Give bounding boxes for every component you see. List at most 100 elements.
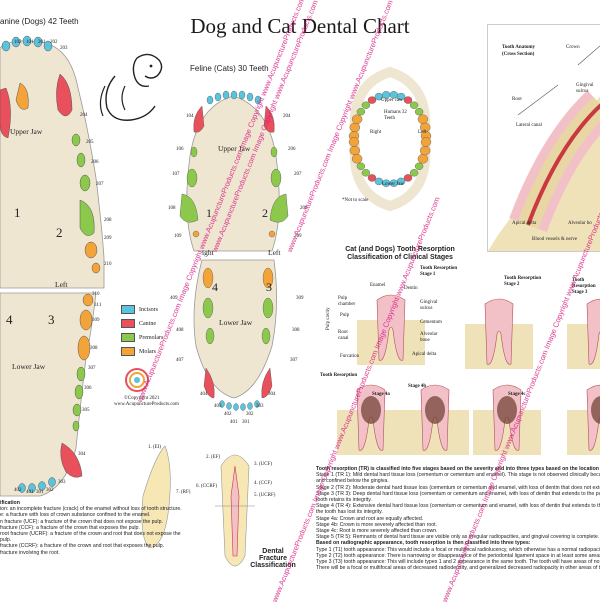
note-line: Type 3 (T3) tooth appearance: This will …	[316, 559, 600, 566]
tooth-number: 201	[38, 40, 46, 45]
note-line: There will be a focal or multifocal area…	[316, 565, 600, 572]
tooth-number: 203	[60, 46, 68, 51]
human-upper-jaw-label: Upper Jaw	[381, 98, 403, 103]
legend-incisors: Incisors	[121, 305, 158, 314]
note-line: ion: an incomplete fracture (crack) of t…	[0, 506, 182, 513]
tooth-number: 404	[200, 392, 208, 397]
anatomy-label-blood-vessels: Blood vessels & nerve	[532, 237, 578, 242]
note-line: Stage 3 (TR 3): Deep dental hard tissue …	[316, 490, 600, 497]
fracture-label-ccf: 4. (CCF)	[254, 481, 272, 486]
human-dental-arch-diagram	[348, 66, 432, 212]
tooth-number: 304	[268, 392, 276, 397]
tooth-number: 107	[172, 172, 180, 177]
label-enamel: Enamel	[370, 283, 386, 288]
label-dentin: Dentin	[404, 286, 418, 291]
tooth-number: 209	[104, 236, 112, 241]
tooth-number: 102	[14, 40, 22, 45]
human-tooth-icon	[403, 174, 413, 182]
feline-quadrant-1: 1	[206, 206, 212, 220]
tooth-number: 208	[300, 206, 308, 211]
tooth-number: 407	[176, 358, 184, 363]
note-line: fracture involving the root.	[0, 549, 60, 556]
resorption-tooth-icon	[567, 298, 600, 369]
tooth-number: 209	[294, 234, 302, 239]
human-tooth-icon	[419, 145, 431, 156]
human-tooth-icon	[414, 162, 424, 171]
human-tooth-icon	[417, 154, 429, 164]
anatomy-label-apical-delta: Apical delta	[512, 221, 537, 226]
tooth-resorption-label: Tooth Resorption	[320, 373, 358, 378]
canine-jaw-diagram	[0, 35, 105, 497]
note-line: ification	[0, 500, 20, 506]
tooth-number: 402	[224, 412, 232, 417]
feline-title: Feline (Cats) 30 Teeth	[190, 64, 269, 73]
canine-quadrant-4: 4	[6, 312, 13, 327]
feline-right-label: ight	[202, 248, 214, 257]
human-tooth-icon	[367, 174, 377, 182]
copyright-year: ©Copyright 2021	[124, 396, 160, 401]
tooth-number: 301	[242, 420, 250, 425]
human-tooth-icon	[420, 137, 432, 147]
canine-left-label: Left	[55, 280, 68, 289]
note-line: root fracture (UCRF): a fracture of the …	[0, 531, 181, 544]
tooth-number: 104	[186, 114, 194, 119]
fracture-label-rf: 7. (RF)	[176, 490, 191, 495]
stage-4c-label: Stage 4c	[508, 392, 526, 397]
stage-3-label: Tooth Resorption Stage 3	[572, 278, 596, 295]
fracture-label-ucrf: 5. (UCRF)	[254, 493, 276, 498]
note-line: Stage 1 (TR 1): Mild dental hard tissue …	[316, 472, 600, 479]
human-tooth-icon	[409, 169, 419, 177]
feline-left-label: Left	[268, 248, 281, 257]
note-line: Stage 2 (TR 2): Moderate dental hard tis…	[316, 484, 600, 491]
anatomy-title: Tooth Anatomy	[502, 45, 536, 50]
fracture-diagram	[141, 445, 255, 567]
tooth-number: 401	[230, 420, 238, 425]
feline-jaw-diagram	[179, 90, 289, 411]
anatomy-label-lateral-canal: Lateral canal	[516, 123, 542, 128]
human-right-label: Right	[370, 130, 382, 135]
human-tooth-icon	[361, 169, 371, 177]
fracture-label-ei: 1. (EI)	[148, 445, 162, 450]
human-tooth-icon	[351, 114, 363, 124]
tooth-number: 309	[92, 318, 100, 323]
fracture-label-ucf: 3. (UCF)	[254, 462, 273, 467]
page-title: Dog and Cat Dental Chart	[190, 14, 410, 38]
tooth-number: 208	[104, 218, 112, 223]
resorption-subtitle: Classification of Clinical Stages	[347, 254, 453, 261]
note-line: e: a fracture with loss of crown substan…	[0, 512, 151, 519]
anatomy-subtitle: (Cross Section)	[502, 52, 535, 57]
human-tooth-icon	[348, 137, 360, 147]
human-tooth-icon	[361, 101, 371, 109]
resorption-tooth-icon	[465, 298, 533, 369]
tooth-number: 206	[288, 147, 296, 152]
human-tooth-icon	[417, 114, 429, 124]
human-tooth-icon	[409, 101, 419, 109]
tooth-number: 311	[94, 303, 102, 308]
resorption-tooth-icon	[357, 294, 425, 365]
tooth-number: 109	[174, 234, 182, 239]
dog-cat-logo-icon	[99, 53, 163, 121]
tooth-number: 303	[256, 404, 264, 409]
tooth-number: 207	[96, 182, 104, 187]
tooth-anatomy-panel: Tooth Anatomy (Cross Section) Crown Root…	[487, 24, 600, 252]
human-lower-jaw-label: Lower Jaw	[382, 182, 405, 187]
tooth-number: 304	[78, 452, 86, 457]
tooth-number: 306	[84, 386, 92, 391]
tooth-number: 302	[246, 412, 254, 417]
note-line: fracture (CCRF): a fracture of the crown…	[0, 543, 165, 550]
tooth-number: 308	[90, 346, 98, 351]
resorption-tooth-icon	[567, 384, 600, 455]
label-pulp-chamber: Pulp chamber	[338, 296, 356, 307]
tooth-number: 307	[290, 358, 298, 363]
fracture-notes: ification ion: an incomplete fracture (c…	[0, 500, 190, 556]
tooth-cross-section-diagram	[488, 45, 600, 251]
note-line: Stage 4a: Crown and root are equally aff…	[316, 515, 424, 522]
note-line: the tooth has lost its integrity.	[316, 509, 383, 516]
label-cementum: Cementum	[420, 320, 442, 325]
feline-quadrant-4: 4	[212, 280, 218, 294]
note-line: Stage 4c: Root is more severely affected…	[316, 528, 438, 535]
canine-quadrant-1: 1	[14, 205, 21, 220]
tooth-number: 205	[86, 140, 94, 145]
human-note: *Not to scale	[342, 198, 369, 203]
label-furcation: Furcation	[340, 354, 360, 359]
